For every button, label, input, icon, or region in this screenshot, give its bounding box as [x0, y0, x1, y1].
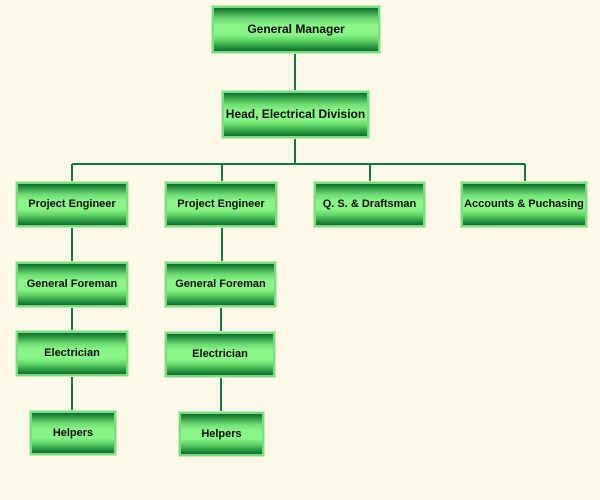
node-electrician-2: Electrician — [165, 332, 275, 377]
node-accounts-puchasing: Accounts & Puchasing — [461, 182, 587, 227]
node-label: Head, Electrical Division — [225, 106, 366, 121]
node-label: Project Engineer — [28, 198, 116, 211]
node-label: Helpers — [52, 426, 94, 439]
node-project-engineer-2: Project Engineer — [165, 182, 277, 227]
node-label: General Manager — [247, 21, 345, 36]
node-general-foreman-1: General Foreman — [16, 262, 128, 307]
node-helpers-1: Helpers — [30, 411, 116, 455]
node-label: Accounts & Puchasing — [464, 198, 584, 211]
node-general-foreman-2: General Foreman — [165, 262, 276, 307]
node-label: General Foreman — [26, 278, 118, 291]
node-qs-draftsman: Q. S. & Draftsman — [314, 182, 425, 227]
node-label: Project Engineer — [177, 198, 265, 211]
node-label: Q. S. & Draftsman — [322, 198, 417, 211]
node-helpers-2: Helpers — [179, 412, 264, 456]
node-project-engineer-1: Project Engineer — [16, 182, 128, 227]
node-electrician-1: Electrician — [16, 331, 128, 376]
node-head-electrical-division: Head, Electrical Division — [222, 91, 369, 138]
node-label: Helpers — [201, 427, 242, 440]
node-label: Electrician — [192, 348, 248, 361]
node-label: General Foreman — [175, 278, 266, 291]
node-label: Electrician — [44, 347, 100, 360]
node-general-manager: General Manager — [212, 6, 380, 53]
